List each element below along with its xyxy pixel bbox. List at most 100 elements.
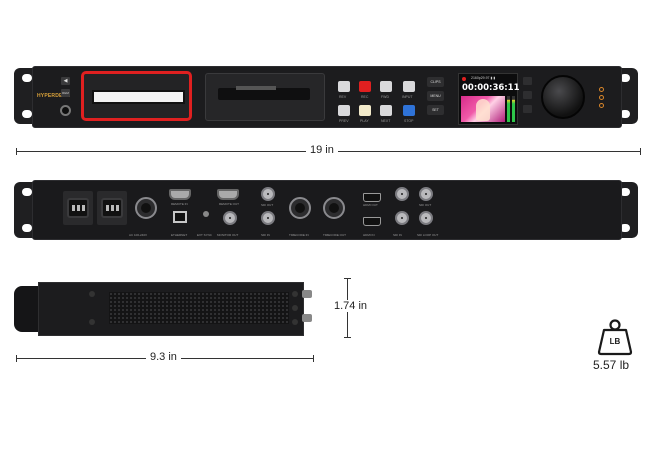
- led-icon: [599, 95, 604, 100]
- power-pin: [106, 205, 109, 211]
- power-pin: [111, 205, 114, 211]
- power-inlet-2[interactable]: [101, 198, 123, 218]
- video-preview: [461, 96, 505, 122]
- knob-button-1[interactable]: [523, 77, 532, 85]
- media-slot-opening[interactable]: [92, 90, 185, 104]
- prev-button[interactable]: [338, 105, 350, 116]
- rack-hole: [620, 74, 630, 82]
- sdi-out-bnc-2[interactable]: [395, 187, 409, 201]
- record-indicator-icon: [462, 77, 466, 81]
- depth-dimension: 9.3 in: [16, 351, 316, 366]
- rear-view: AC 100-240V REMOTE IN ETHERNET REMOTE OU…: [14, 178, 638, 240]
- rec-button[interactable]: [359, 81, 371, 92]
- rem-button[interactable]: REM: [61, 89, 70, 97]
- weight-icon: LB: [596, 318, 634, 356]
- ext-sync-label: EXT SYNC: [197, 233, 212, 237]
- rear-connector-stub: [302, 290, 312, 298]
- timecode-out-xlr[interactable]: [323, 197, 345, 219]
- second-media-slot[interactable]: [205, 73, 325, 121]
- hdmi-out-label: HDMI OUT: [363, 203, 378, 207]
- jog-wheel[interactable]: [541, 75, 585, 119]
- fwd-label: FWD: [381, 95, 389, 99]
- power-inlet[interactable]: [67, 198, 89, 218]
- next-button[interactable]: [380, 105, 392, 116]
- power-inlet-box: [63, 191, 93, 225]
- timecode: 00:00:36:11: [462, 83, 520, 93]
- rack-hole: [620, 224, 630, 232]
- screw: [292, 305, 298, 311]
- timecode-in-xlr[interactable]: [289, 197, 311, 219]
- left-button-top[interactable]: ◀: [61, 77, 70, 85]
- weight-label: 5.57 lb: [593, 358, 630, 372]
- menu-button[interactable]: MENU: [427, 91, 444, 101]
- side-view: [14, 280, 319, 342]
- knob-button-2[interactable]: [523, 91, 532, 99]
- remote-in-label: REMOTE IN: [171, 202, 188, 206]
- rack-hole: [22, 224, 32, 232]
- power-pin: [72, 205, 75, 211]
- power-pin: [82, 205, 85, 211]
- hdmi-in-port[interactable]: [363, 217, 381, 226]
- power-inlet-box-2: [97, 191, 127, 225]
- xlr-inner: [329, 203, 339, 213]
- ethernet-port[interactable]: [173, 211, 187, 223]
- monitor-out-bnc[interactable]: [223, 211, 237, 225]
- stop-button[interactable]: [403, 105, 415, 116]
- input-label: INPUT: [402, 95, 413, 99]
- dim-tick: [313, 355, 314, 362]
- play-button[interactable]: [359, 105, 371, 116]
- knob-button-3[interactable]: [523, 105, 532, 113]
- ac-label: AC 100-240V: [129, 233, 148, 237]
- sdi-in-label-2: SDI IN: [393, 233, 402, 237]
- sdi-loop-bnc[interactable]: [419, 187, 433, 201]
- width-label: 19 in: [306, 144, 338, 156]
- remote-in-port[interactable]: [169, 189, 191, 200]
- lcd-screen: 2160p29.97 ▮ ▮ 00:00:36:11: [458, 73, 520, 125]
- screw: [89, 291, 95, 297]
- height-label: 1.74 in: [330, 300, 372, 312]
- front-panel: HYPERDECK ◀ REM REV REC FWD INPUT PREV P…: [32, 66, 622, 128]
- input-button[interactable]: [403, 81, 415, 92]
- preview-figure: [476, 99, 490, 121]
- rec-label: REC: [361, 95, 369, 99]
- fwd-button[interactable]: [380, 81, 392, 92]
- hdmi-out-port[interactable]: [363, 193, 381, 202]
- brand-logo: HYPERDECK: [37, 93, 71, 99]
- sdi-loop-out-bnc[interactable]: [419, 211, 433, 225]
- xlr-connector[interactable]: [135, 197, 157, 219]
- side-body: [38, 282, 304, 336]
- sdi-out-label-2: SDI OUT: [419, 203, 432, 207]
- sdi-in-bnc-2[interactable]: [395, 211, 409, 225]
- rear-connector-stub: [302, 314, 312, 322]
- weight-icon-svg: [597, 319, 633, 356]
- rear-panel: AC 100-240V REMOTE IN ETHERNET REMOTE OU…: [32, 180, 622, 240]
- weight-badge-text: LB: [609, 337, 621, 346]
- next-label: NEXT: [381, 119, 391, 123]
- led-icon: [599, 103, 604, 108]
- timecode-in-label: TIMECODE IN: [289, 233, 309, 237]
- dim-tick: [344, 337, 351, 338]
- remote-out-port[interactable]: [217, 189, 239, 200]
- rack-hole: [620, 188, 630, 196]
- sdi-in-bnc[interactable]: [261, 211, 275, 225]
- front-view: HYPERDECK ◀ REM REV REC FWD INPUT PREV P…: [14, 64, 638, 128]
- timecode-out-label: TIMECODE OUT: [323, 233, 346, 237]
- rev-label: REV: [339, 95, 347, 99]
- rev-button[interactable]: [338, 81, 350, 92]
- media-slot-highlight: [81, 71, 192, 121]
- screw: [292, 319, 298, 325]
- sdi-loop-out-label: SDI LOOP OUT: [417, 233, 439, 237]
- side-front-bezel: [14, 286, 42, 332]
- sdi-out-bnc[interactable]: [261, 187, 275, 201]
- prev-label: PREV: [339, 119, 349, 123]
- hdmi-in-label: HDMI IN: [363, 233, 375, 237]
- set-button[interactable]: SET: [427, 105, 444, 115]
- slot-recess: [218, 88, 310, 100]
- ext-sync-port[interactable]: [203, 211, 209, 217]
- rack-hole: [22, 74, 32, 82]
- clips-button[interactable]: CLIPS: [427, 77, 444, 87]
- power-pin: [116, 205, 119, 211]
- audio-meter-left: [507, 96, 510, 122]
- headphone-jack[interactable]: [60, 105, 71, 116]
- play-label: PLAY: [360, 119, 369, 123]
